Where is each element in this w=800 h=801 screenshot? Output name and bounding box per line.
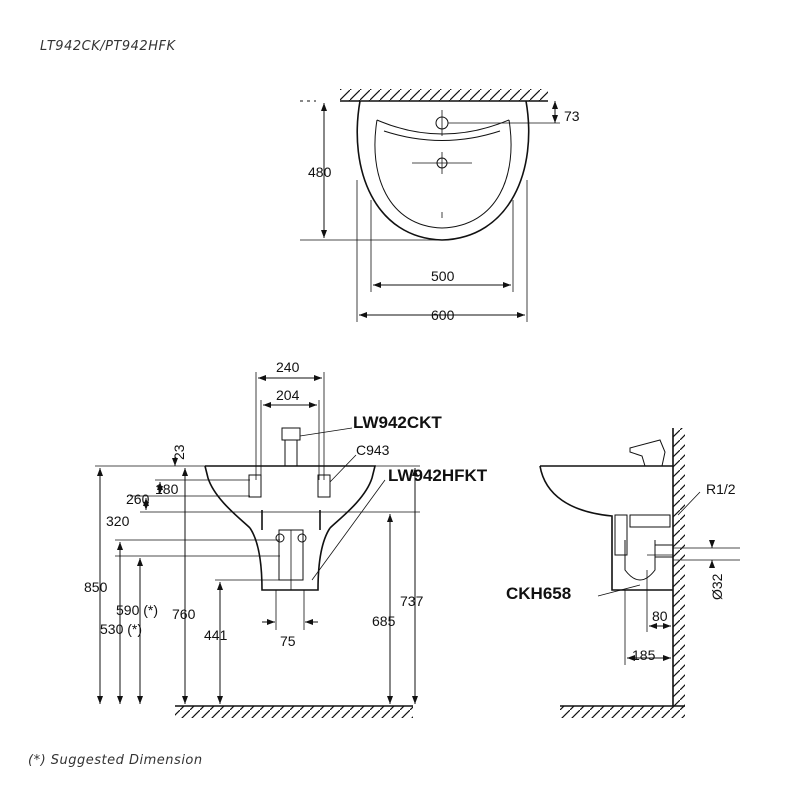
dim-180: 180	[155, 481, 179, 497]
dim-75: 75	[280, 633, 296, 649]
model-code-title: LT942CK/PT942HFK	[40, 39, 176, 54]
basin-inner-top	[374, 119, 512, 229]
front-view: 240 204 850 590 (*) 530 (*) 760 441 320 …	[84, 359, 488, 718]
dim-760: 760	[172, 606, 196, 622]
top-wall-hatch	[340, 89, 548, 101]
dim-185: 185	[632, 647, 656, 663]
dim-737: 737	[400, 593, 424, 609]
faucet-front	[281, 427, 301, 441]
dim-d32: Ø32	[709, 573, 725, 600]
label-c943: C943	[356, 442, 390, 458]
dim-204: 204	[276, 387, 300, 403]
label-lw942ckt: LW942CKT	[353, 413, 442, 432]
dim-73: 73	[564, 108, 580, 124]
dim-685: 685	[372, 613, 396, 629]
front-floor-hatch	[175, 706, 413, 718]
basin-profile-side	[539, 465, 673, 591]
dim-850: 850	[84, 579, 108, 595]
footnote-suggested: (*) Suggested Dimension	[28, 753, 203, 768]
dim-530: 530 (*)	[100, 621, 142, 637]
dim-600: 600	[431, 307, 455, 323]
dim-23: 23	[171, 444, 187, 460]
dim-320: 320	[106, 513, 130, 529]
dim-480: 480	[308, 164, 332, 180]
dim-260: 260	[126, 491, 150, 507]
dim-80: 80	[652, 608, 668, 624]
label-lw942hfkt: LW942HFKT	[388, 466, 488, 485]
dim-r12: R1/2	[706, 481, 736, 497]
side-wall-hatch	[673, 428, 685, 708]
side-view: R1/2 Ø32 80 185 CKH658	[506, 428, 740, 718]
dim-500: 500	[431, 268, 455, 284]
faucet-side	[629, 439, 666, 467]
basin-outline-top	[356, 100, 530, 241]
top-view: 73 480 500 600	[300, 89, 580, 323]
dim-240: 240	[276, 359, 300, 375]
side-floor-hatch	[560, 706, 685, 718]
dim-441: 441	[204, 627, 228, 643]
label-ckh658: CKH658	[506, 584, 571, 603]
dim-590: 590 (*)	[116, 602, 158, 618]
pedestal-front	[249, 527, 331, 591]
